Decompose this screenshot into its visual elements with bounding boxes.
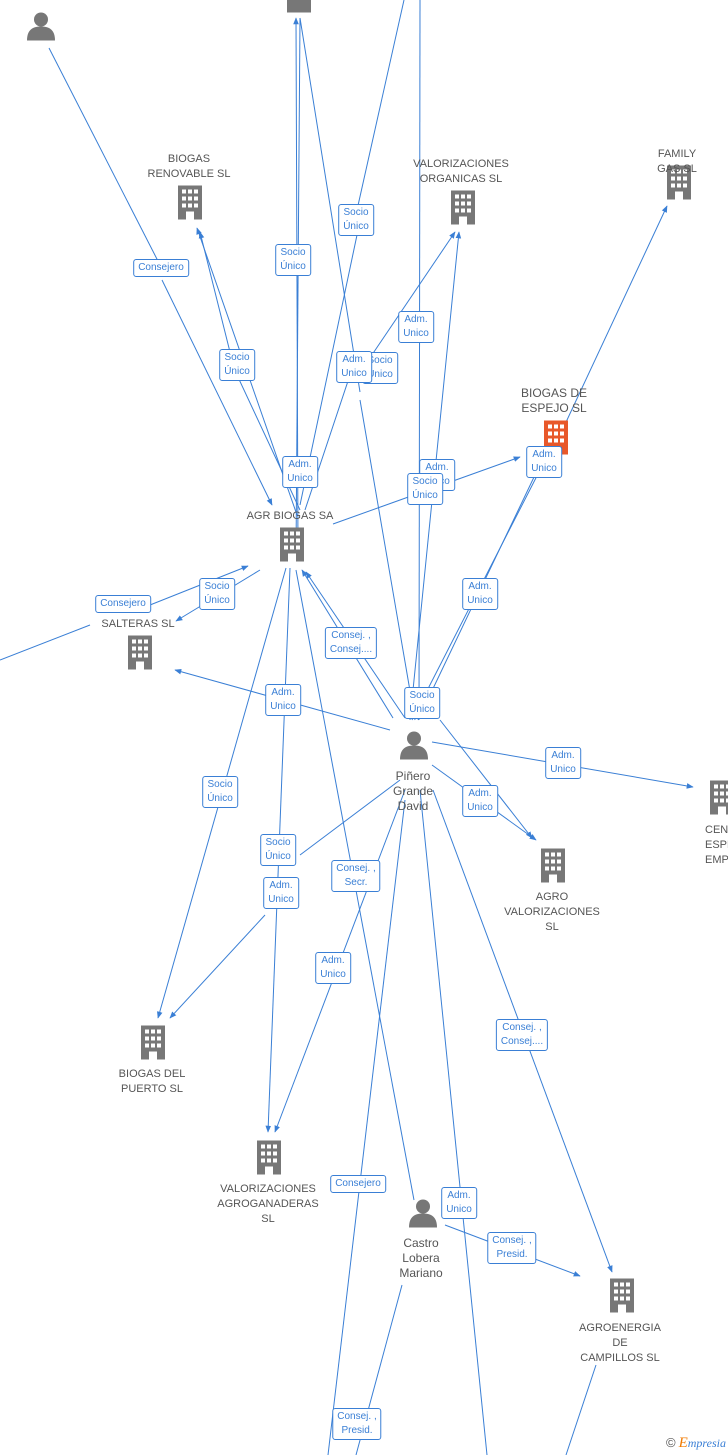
node-label-biogas-renovable: BIOGAS RENOVABLE SL [147, 153, 231, 180]
edge-label[interactable]: Consej. , Presid. [332, 1408, 382, 1440]
node-label-biogas-espejo: BIOGAS DE ESPEJO SL [520, 386, 588, 415]
person-icon[interactable] [26, 11, 56, 46]
edge-label[interactable]: Consejero [133, 259, 189, 277]
building-icon[interactable] [139, 1025, 167, 1065]
building-icon[interactable] [449, 190, 477, 230]
edge-label[interactable]: Consej. , Consej.... [324, 627, 378, 659]
edge-label[interactable]: Socio Único [338, 204, 374, 236]
connector-line [0, 624, 91, 661]
building-icon[interactable] [665, 165, 693, 205]
edge-label[interactable]: Adm. Unico [336, 351, 372, 383]
empresia-logo: © Empresia [666, 1435, 726, 1452]
brand-name: mpresia [687, 1436, 726, 1450]
connector-line [299, 17, 361, 393]
edge-label[interactable]: Socio Único [275, 244, 311, 276]
connector-line [565, 1364, 597, 1455]
edge-label[interactable]: Socio Único [202, 776, 238, 808]
node-label-pinero: Piñero Grande David [392, 769, 434, 813]
edge-label[interactable]: Socio Único [404, 687, 440, 719]
connector-line [169, 914, 266, 1019]
building-icon[interactable] [126, 635, 154, 675]
node-label-family-gas: FAMILY GAS SL [657, 148, 697, 175]
node-label-valorizaciones-agroganaderas: VALORIZACIONES AGROGANADERAS SL [217, 1183, 319, 1225]
connector-line [439, 719, 533, 839]
edge-label[interactable]: Adm. Unico [315, 952, 351, 984]
node-label-valorizaciones-organicas: VALORIZACIONES ORGANICAS SL [413, 158, 509, 185]
edge-label[interactable]: Consej. , Secr. [331, 860, 381, 892]
node-label-biogas-puerto: BIOGAS DEL PUERTO SL [118, 1068, 186, 1095]
connector-line [418, 0, 421, 721]
copyright-symbol: © [666, 1435, 676, 1450]
connector-line [559, 205, 668, 436]
edge-label[interactable]: Consej. , Consej.... [495, 1019, 549, 1051]
edge-label[interactable]: Socio Único [407, 473, 443, 505]
connector-line [48, 47, 161, 266]
node-label-centro: CEN ESPEC EMPL [705, 824, 728, 866]
edge-label[interactable]: Adm. Unico [462, 578, 498, 610]
building-icon[interactable] [255, 1140, 283, 1180]
connector-line [149, 565, 249, 606]
edge-label[interactable]: Consejero [95, 595, 151, 613]
connector-line [236, 374, 301, 511]
connector-line [304, 374, 351, 511]
edge-label[interactable]: Socio Único [219, 349, 255, 381]
building-icon[interactable] [608, 1278, 636, 1318]
edge-label[interactable]: Adm. Unico [282, 456, 318, 488]
connector-line [419, 789, 488, 1455]
building-icon[interactable] [708, 780, 728, 820]
person-icon[interactable] [408, 1198, 438, 1233]
edge-label[interactable]: Consej. , Presid. [487, 1232, 537, 1264]
connector-line [327, 799, 406, 1455]
building-icon[interactable] [278, 527, 306, 567]
edge-label[interactable]: Socio Único [260, 834, 296, 866]
edge-label[interactable]: Adm. Unico [265, 684, 301, 716]
connector-line [161, 279, 273, 506]
edge-label[interactable]: Adm. Unico [441, 1187, 477, 1219]
building-icon[interactable] [539, 848, 567, 888]
edge-label[interactable]: Adm. Unico [526, 446, 562, 478]
edge-label[interactable]: Adm. Unico [398, 311, 434, 343]
node-label-agr-biogas: AGR BIOGAS SA [246, 510, 334, 522]
edge-label[interactable]: Adm. Unico [263, 877, 299, 909]
edge-label[interactable]: Adm. Unico [462, 785, 498, 817]
person-icon[interactable] [399, 730, 429, 765]
connector-line [356, 0, 405, 211]
node-label-castro: Castro Lobera Mariano [399, 1236, 443, 1280]
connector-line [299, 779, 401, 856]
brand-initial: E [678, 1435, 688, 1451]
edge-label[interactable]: Consejero [330, 1175, 386, 1193]
building-icon[interactable] [285, 0, 313, 18]
connector-line [359, 399, 416, 721]
edge-label[interactable]: Socio Único [199, 578, 235, 610]
node-label-agroenergia: AGROENERGIA DE CAMPILLOS SL [579, 1322, 661, 1364]
edge-label[interactable]: Adm. Unico [545, 747, 581, 779]
node-label-agro-valorizaciones: AGRO VALORIZACIONES SL [504, 891, 600, 933]
building-icon[interactable] [176, 185, 204, 225]
